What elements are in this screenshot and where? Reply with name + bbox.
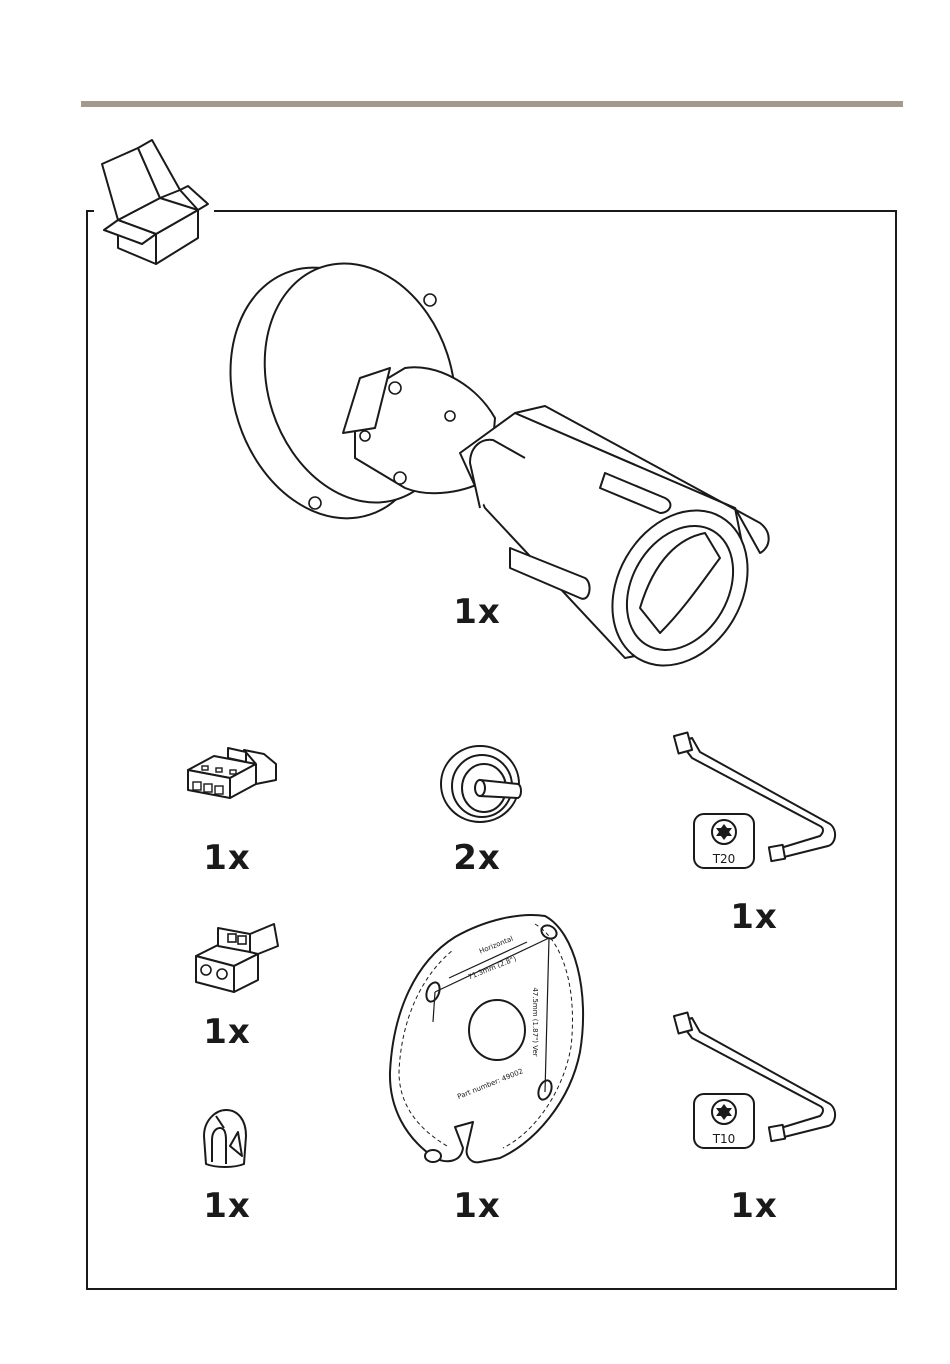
drill-template-vertical-dimension: 47.5mm (1.87") Ver [531, 987, 539, 1056]
cable-gasket-quantity: 2x [453, 838, 501, 878]
t20-key-label: T20 [712, 852, 736, 866]
io-connector-quantity: 1x [203, 838, 251, 878]
torx-key-icon: T20 [670, 732, 840, 872]
header-rule [81, 101, 903, 107]
t20-key-quantity: 1x [730, 897, 778, 937]
t10-key-label: T10 [712, 1132, 736, 1146]
camera-quantity: 1x [453, 592, 501, 632]
io-terminal-block-connector-icon [184, 744, 282, 802]
power-connector-quantity: 1x [203, 1012, 251, 1052]
connector-guard-quantity: 1x [203, 1186, 251, 1226]
drill-template-quantity: 1x [453, 1186, 501, 1226]
power-terminal-block-connector-icon [190, 916, 284, 996]
torx-key-icon: T10 [670, 1012, 840, 1152]
connector-guard-icon [198, 1106, 252, 1170]
t10-key-quantity: 1x [730, 1186, 778, 1226]
drill-template-icon: Horizontal 71.3mm (2.8") 47.5mm (1.87") … [385, 912, 590, 1167]
open-box-icon [94, 134, 214, 270]
cable-gasket-icon [436, 742, 528, 826]
